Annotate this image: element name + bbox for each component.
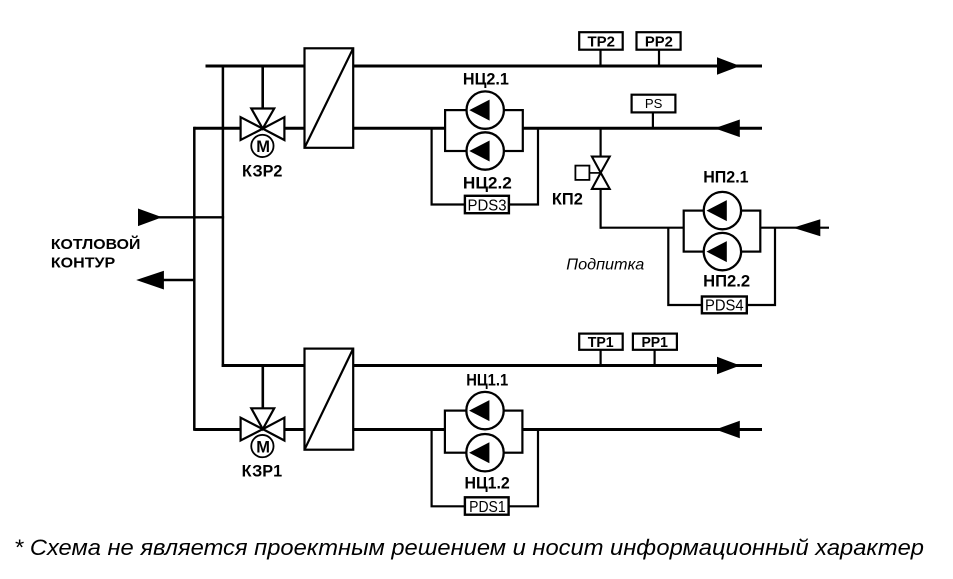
svg-text:* Схема не является проектным: * Схема не является проектным решением и… [14, 535, 924, 560]
svg-text:КОНТУР: КОНТУР [51, 255, 115, 272]
svg-text:PDS3: PDS3 [468, 198, 507, 215]
svg-text:КЗР2: КЗР2 [242, 161, 283, 180]
svg-text:НЦ1.2: НЦ1.2 [464, 473, 509, 492]
svg-text:НЦ2.2: НЦ2.2 [463, 173, 512, 192]
svg-text:НЦ1.1: НЦ1.1 [466, 370, 508, 389]
svg-text:РР1: РР1 [641, 334, 668, 351]
svg-text:Подпитка: Подпитка [566, 256, 644, 273]
svg-text:PS: PS [645, 96, 663, 111]
svg-text:НП2.2: НП2.2 [703, 272, 750, 291]
svg-text:ТР2: ТР2 [587, 33, 615, 50]
svg-text:PDS1: PDS1 [469, 499, 506, 516]
svg-text:НП2.1: НП2.1 [703, 167, 748, 186]
svg-text:М: М [256, 138, 270, 156]
svg-text:КЗР1: КЗР1 [242, 462, 283, 481]
svg-text:КОТЛОВОЙ: КОТЛОВОЙ [51, 235, 140, 253]
svg-text:РР2: РР2 [645, 33, 673, 50]
svg-text:КП2: КП2 [552, 189, 583, 208]
svg-text:PDS4: PDS4 [705, 297, 744, 314]
svg-text:НЦ2.1: НЦ2.1 [463, 70, 509, 89]
svg-text:М: М [256, 438, 270, 456]
svg-text:ТР1: ТР1 [588, 334, 614, 351]
